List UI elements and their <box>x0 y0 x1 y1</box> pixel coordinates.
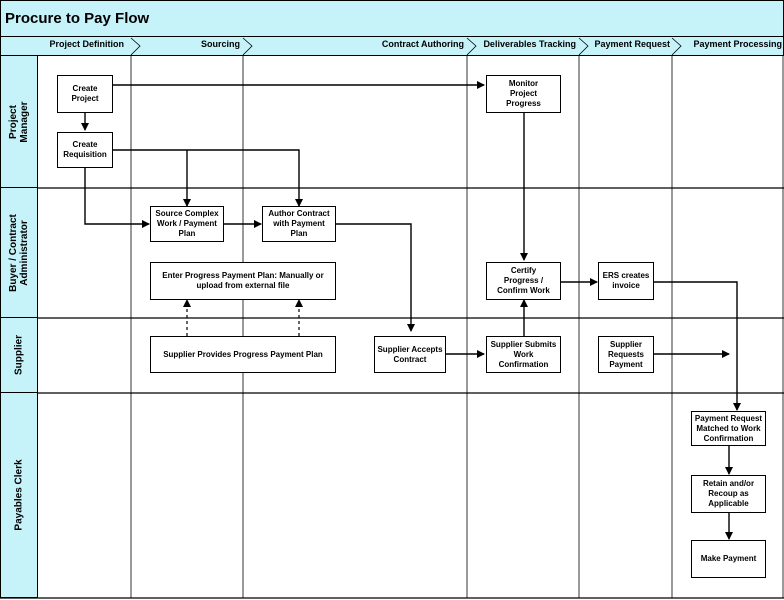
payment-request-matched-box: Payment Request Matched to Work Confirma… <box>691 411 766 446</box>
author-contract-box: Author Contract with Payment Plan <box>262 206 336 242</box>
enter-payment-plan-box: Enter Progress Payment Plan: Manually or… <box>150 262 336 300</box>
make-payment-box: Make Payment <box>691 540 766 578</box>
phase-payment-request: Payment Request <box>594 39 670 49</box>
retain-recoup-box: Retain and/or Recoup as Applicable <box>691 475 766 513</box>
source-complex-work-box: Source Complex Work / Payment Plan <box>150 206 224 242</box>
supplier-accepts-contract-box: Supplier Accepts Contract <box>374 336 446 373</box>
page-title: Procure to Pay Flow <box>0 0 784 37</box>
supplier-submits-confirmation-box: Supplier Submits Work Confirmation <box>486 336 561 373</box>
lane-project-manager: Project Manager <box>0 56 38 188</box>
supplier-requests-payment-box: Supplier Requests Payment <box>598 336 654 373</box>
monitor-project-progress-box: Monitor Project Progress <box>486 75 561 113</box>
phase-sourcing: Sourcing <box>200 39 240 49</box>
certify-progress-box: Certify Progress / Confirm Work <box>486 262 561 300</box>
supplier-provides-plan-box: Supplier Provides Progress Payment Plan <box>150 336 336 373</box>
phase-payment-processing: Payment Processing <box>693 39 782 49</box>
phase-deliverables-tracking: Deliverables Tracking <box>483 39 576 49</box>
phase-contract-authoring: Contract Authoring <box>381 39 464 49</box>
create-requisition-box: Create Requisition <box>57 132 113 168</box>
lane-buyer-contract-admin: Buyer / Contract Administrator <box>0 188 38 318</box>
phase-project-definition: Project Definition <box>49 39 124 49</box>
ers-creates-invoice-box: ERS creates invoice <box>598 262 654 300</box>
lane-supplier: Supplier <box>0 318 38 393</box>
lane-payables-clerk: Payables Clerk <box>0 393 38 598</box>
create-project-box: Create Project <box>57 75 113 113</box>
